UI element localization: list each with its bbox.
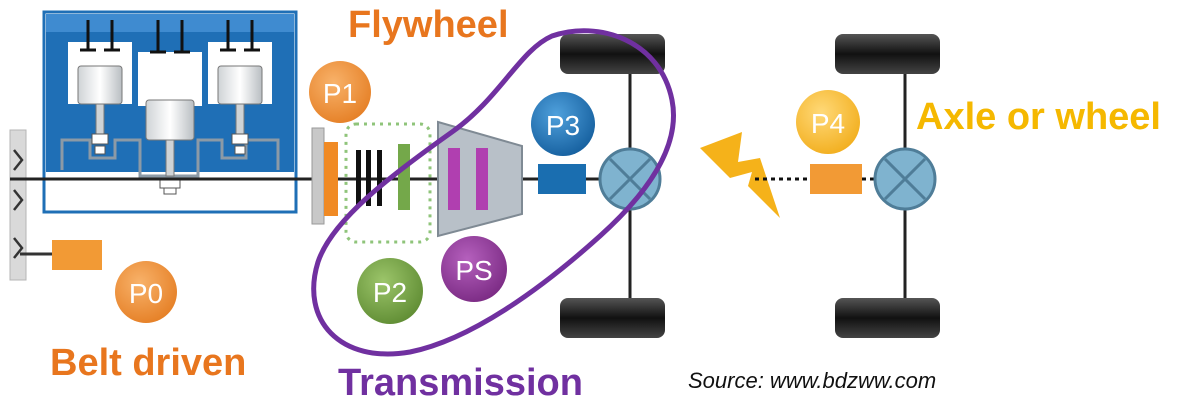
- cylinder-middle: [138, 20, 202, 195]
- rear-axle: [835, 34, 940, 338]
- front-wheel-bottom: [560, 298, 665, 338]
- belt-pulley-housing: [9, 129, 27, 281]
- source-credit: Source: www.bdzww.com: [688, 368, 937, 393]
- p0-belt-motor: [20, 240, 102, 270]
- engine: [42, 10, 298, 214]
- rear-wheel-bottom: [835, 298, 940, 338]
- lightning-icon: [700, 132, 780, 218]
- p4-bubble: P4: [796, 90, 860, 154]
- p2-bubble: P2: [357, 258, 423, 324]
- transmission-label: Transmission: [338, 362, 583, 404]
- p2-clutch-area: [344, 122, 432, 244]
- flywheel-label: Flywheel: [348, 4, 509, 46]
- axle-or-wheel-label: Axle or wheel: [916, 96, 1161, 138]
- p4-motor-block: [810, 164, 862, 194]
- gearbox: [437, 120, 523, 238]
- svg-text:P3: P3: [546, 110, 580, 141]
- p0-bubble: P0: [115, 261, 177, 323]
- svg-text:PS: PS: [455, 255, 492, 286]
- svg-text:P2: P2: [373, 277, 407, 308]
- flywheel-assembly: [311, 127, 338, 225]
- p3-bubble: P3: [531, 92, 595, 156]
- belt-driven-label: Belt driven: [50, 342, 247, 384]
- transmission-outline: [311, 28, 676, 357]
- p3-motor-block: [538, 164, 586, 194]
- cylinder-left: [68, 20, 132, 155]
- ps-bubble: PS: [441, 236, 507, 302]
- svg-text:P1: P1: [323, 78, 357, 109]
- p1-bubble: P1: [309, 61, 371, 123]
- front-axle: [560, 34, 665, 338]
- cylinder-right: [208, 20, 272, 155]
- svg-text:P0: P0: [129, 278, 163, 309]
- front-wheel-top: [560, 34, 665, 74]
- rear-wheel-top: [835, 34, 940, 74]
- svg-text:P4: P4: [811, 108, 845, 139]
